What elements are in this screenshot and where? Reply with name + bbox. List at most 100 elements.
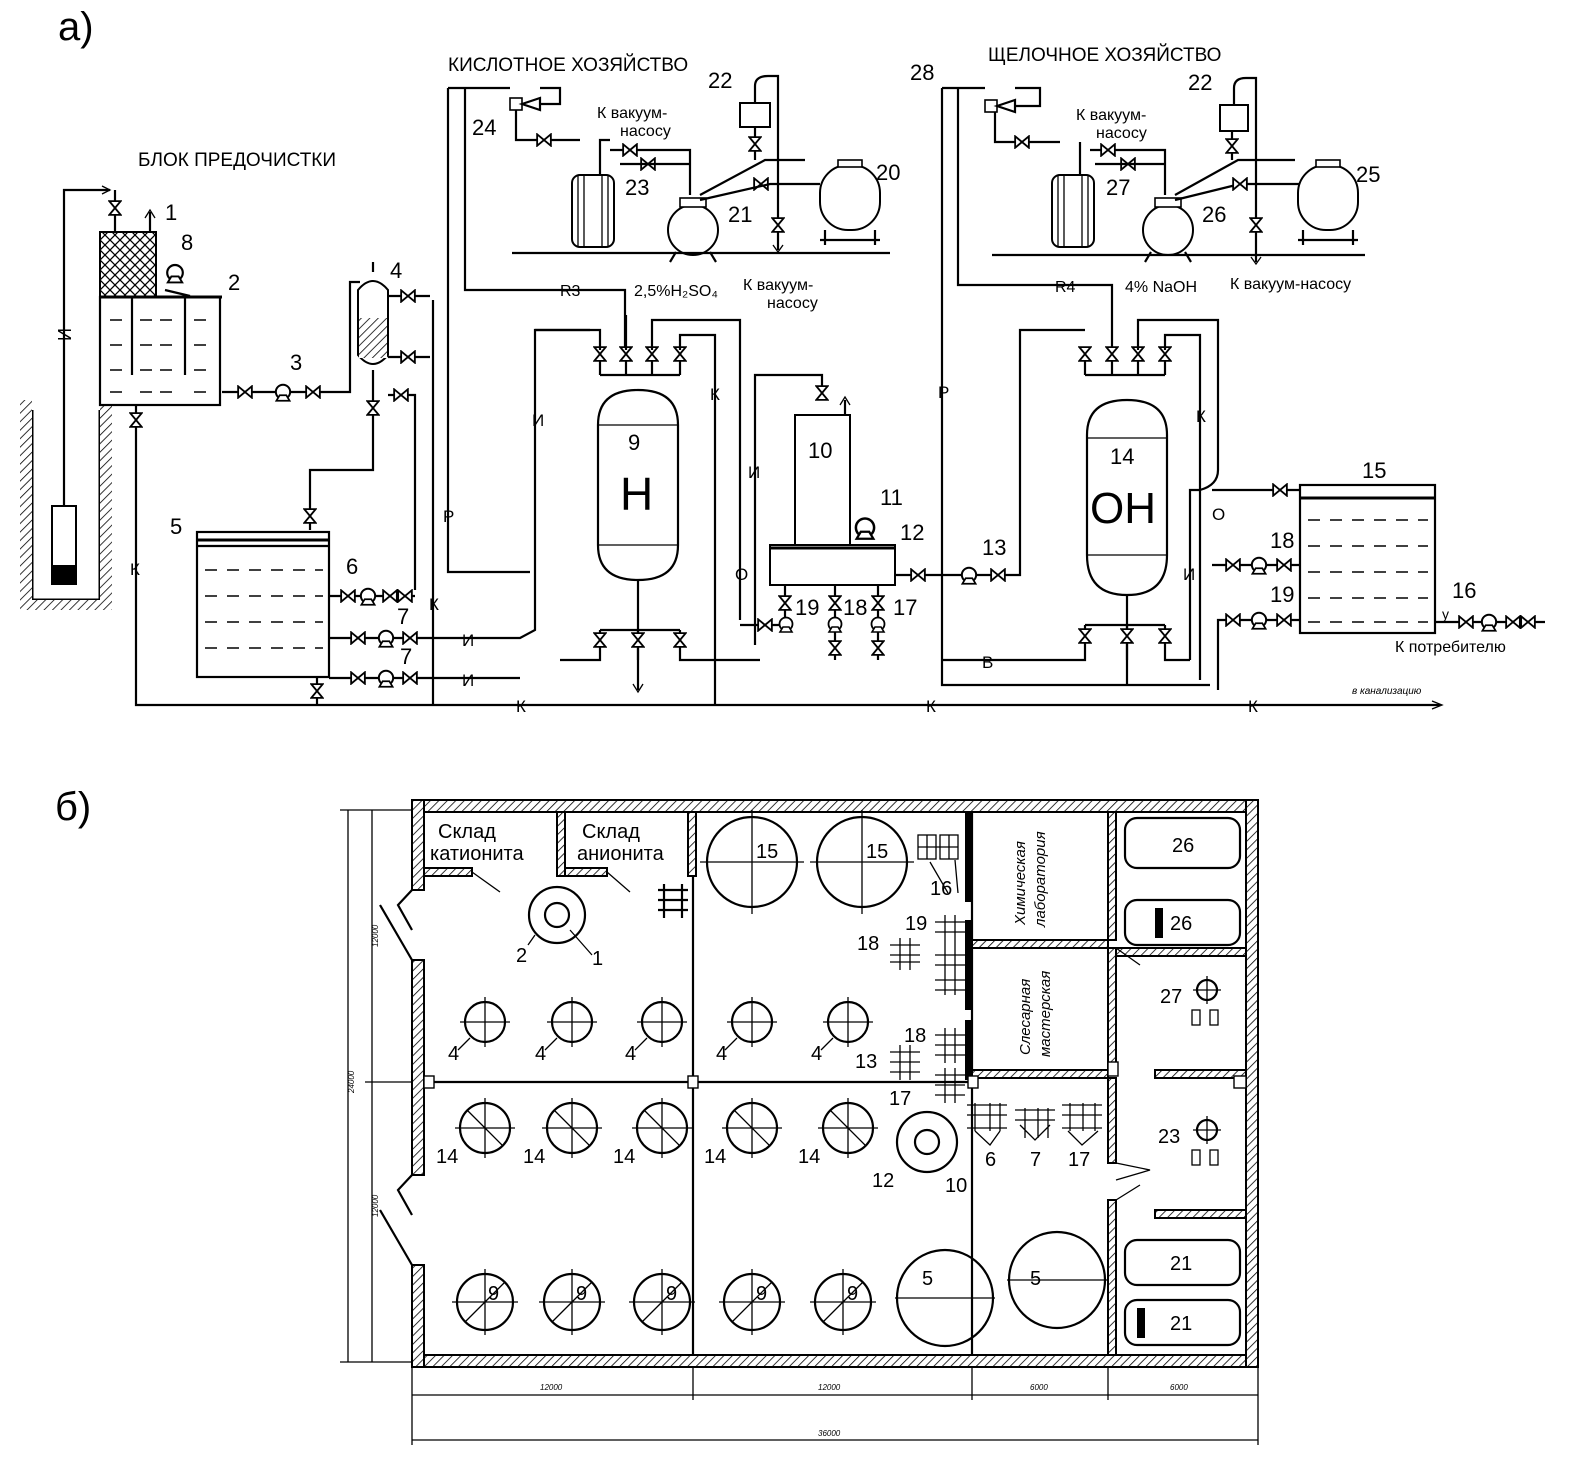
room-workshop-1: Слесарная	[1017, 979, 1034, 1055]
label-13: 13	[982, 535, 1006, 560]
line-code-o2: О	[1212, 505, 1225, 524]
plan-10: 10	[945, 1175, 967, 1197]
vessel-26: 26	[1142, 197, 1226, 263]
label-18a: 18	[843, 595, 867, 620]
label-5: 5	[170, 514, 182, 539]
label-11: 11	[880, 485, 903, 510]
plan-4c: 4	[625, 1043, 636, 1065]
plan-21a: 21	[1170, 1253, 1192, 1275]
vacuum-note-c1: К вакуум-	[1076, 107, 1146, 124]
plan-1: 1	[592, 948, 603, 970]
plan-filters-4: 4 4 4 4 4	[448, 997, 873, 1065]
filter-letter-h: Н	[620, 468, 653, 520]
plan-9e: 9	[847, 1283, 858, 1305]
plan-15a: 15	[756, 841, 778, 863]
vacuum-note-c2: насосу	[1096, 125, 1147, 142]
label-14: 14	[1110, 444, 1134, 469]
mech-filter-4: 4	[308, 258, 430, 590]
plan-14e: 14	[798, 1146, 820, 1168]
plan-7: 7	[1030, 1149, 1041, 1171]
line-r4: R4	[1055, 279, 1076, 296]
label-3: 3	[290, 350, 302, 375]
label-18b: 18	[1270, 528, 1294, 553]
label-10: 10	[808, 438, 832, 463]
degasser-10: 10 11 12 И О 19 18 17	[735, 373, 924, 660]
label-25: 25	[1356, 162, 1380, 187]
vessel-22: 22	[708, 68, 780, 250]
plan-4b: 4	[535, 1043, 546, 1065]
tank-23: 23	[571, 138, 649, 248]
well: И	[20, 185, 112, 610]
line-code-k4: К	[926, 697, 936, 716]
label-20: 20	[876, 160, 900, 185]
label-22a: 22	[708, 68, 732, 93]
plan-18a: 18	[857, 933, 879, 955]
consumer-note: К потребителю	[1395, 639, 1506, 656]
label-24: 24	[472, 115, 496, 140]
label-6: 6	[346, 554, 358, 579]
plan-27: 27	[1160, 986, 1182, 1008]
plan-14c: 14	[613, 1146, 635, 1168]
alkali-concentration: 4% NaOH	[1125, 279, 1197, 296]
label-23: 23	[625, 175, 649, 200]
line-code-k5: К	[1248, 697, 1258, 716]
dim-left-12000-b: 12000	[371, 1194, 380, 1217]
line-code-r2: Р	[938, 383, 949, 402]
label-4: 4	[390, 258, 402, 283]
section-pretreatment-title: БЛОК ПРЕДОЧИСТКИ	[138, 150, 336, 171]
line-code-k7: К	[1196, 407, 1206, 426]
line-code-k6: К	[710, 385, 720, 404]
label-28: 28	[910, 60, 934, 85]
ejector-24: 24	[472, 86, 580, 147]
filter-letters-oh: ОН	[1090, 484, 1156, 533]
plan-9b: 9	[576, 1283, 587, 1305]
label-26: 26	[1202, 202, 1226, 227]
plan-21b: 21	[1170, 1313, 1192, 1335]
label-15: 15	[1362, 458, 1386, 483]
plan-5b: 5	[1030, 1268, 1041, 1290]
room-workshop-2: мастерская	[1037, 971, 1054, 1057]
plan-9d: 9	[756, 1283, 767, 1305]
dim-24000: 24000	[347, 1070, 356, 1094]
line-code-i5: И	[748, 463, 760, 482]
vessel-22b: 22	[1188, 70, 1258, 262]
label-1: 1	[165, 200, 177, 225]
tank-15: 15	[1298, 458, 1437, 635]
line-code-o: О	[735, 565, 748, 584]
tank-5: 5	[170, 508, 331, 705]
dim-6000-b: 6000	[1170, 1383, 1188, 1392]
panel-b-label: б)	[55, 785, 91, 829]
room-lab-2: лаборатория	[1032, 831, 1049, 928]
plan-16: 16	[930, 878, 952, 900]
degasser-tank: 1 8 2	[98, 190, 240, 407]
label-21: 21	[728, 202, 752, 227]
tank-27: 27	[1051, 142, 1130, 248]
label-27: 27	[1106, 175, 1130, 200]
plan-5a: 5	[922, 1268, 933, 1290]
label-7a: 7	[397, 604, 409, 629]
line-code-r: Р	[443, 507, 454, 526]
line-code-i4: И	[532, 411, 544, 430]
label-8: 8	[181, 230, 193, 255]
vacuum-note-a2: насосу	[620, 123, 671, 140]
line-code-i2: И	[462, 631, 474, 650]
label-22b: 22	[1188, 70, 1212, 95]
vacuum-note-b1: К вакуум-	[743, 277, 813, 294]
acid-concentration: 2,5%H₂SO₄	[634, 283, 718, 300]
plan-9a: 9	[488, 1283, 499, 1305]
section-acid-title: КИСЛОТНОЕ ХОЗЯЙСТВО	[448, 54, 688, 76]
line-code-i3: И	[462, 671, 474, 690]
plan-17b: 17	[1068, 1149, 1090, 1171]
ejector-28: 28	[910, 60, 1060, 149]
plan-4d: 4	[716, 1043, 727, 1065]
line-code-i: И	[55, 328, 75, 341]
plan-14b: 14	[523, 1146, 545, 1168]
tank-25: 25	[1297, 159, 1380, 245]
line-code-v: В	[982, 653, 993, 672]
panel-b: б) Склад	[55, 785, 1259, 1445]
plan-14a: 14	[436, 1146, 458, 1168]
plan-6: 6	[985, 1149, 996, 1171]
room-anion-store-1: Склад	[582, 821, 640, 843]
label-9: 9	[628, 430, 640, 455]
